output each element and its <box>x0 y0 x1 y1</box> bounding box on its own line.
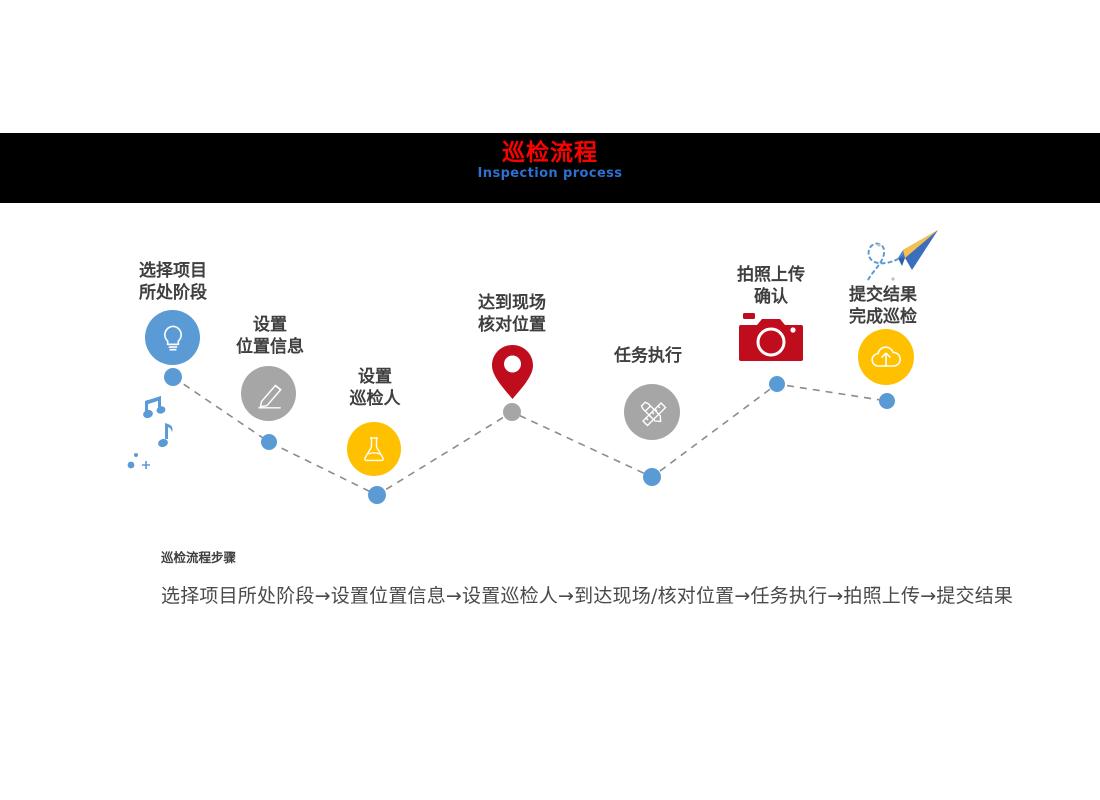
title-banner <box>0 133 1100 203</box>
path-marker-6 <box>769 376 785 392</box>
music-notes-icon <box>127 396 173 469</box>
banner-subtitle: Inspection process <box>477 166 623 181</box>
node-label-task-execution: 任务执行 <box>614 346 682 366</box>
node-label-set-inspector: 设置 巡检人 <box>349 367 401 409</box>
path-marker-5 <box>643 468 661 486</box>
map-pin-icon[interactable] <box>489 343 536 401</box>
path-marker-4 <box>503 403 521 421</box>
pencil-icon[interactable] <box>241 366 296 421</box>
node-label-submit-result-finish: 提交结果 完成巡检 <box>849 285 917 327</box>
node-label-arrive-verify-location: 达到现场 核对位置 <box>478 293 546 335</box>
path-marker-3 <box>368 486 386 504</box>
node-label-set-location-info: 设置 位置信息 <box>236 315 304 357</box>
lightbulb-icon[interactable] <box>145 310 200 365</box>
path-marker-1 <box>164 368 182 386</box>
pencil-ruler-icon[interactable] <box>624 384 680 440</box>
steps-title: 巡检流程步骤 <box>161 550 237 565</box>
steps-body: 选择项目所处阶段→设置位置信息→设置巡检人→到达现场/核对位置→任务执行→拍照上… <box>161 585 1014 607</box>
paper-plane-icon <box>867 230 938 281</box>
cloud-upload-icon[interactable] <box>858 329 914 385</box>
path-marker-7 <box>879 393 895 409</box>
node-label-photo-upload-confirm: 拍照上传 确认 <box>737 265 805 307</box>
node-label-select-project-stage: 选择项目 所处阶段 <box>139 261 207 303</box>
flask-icon[interactable] <box>347 422 401 476</box>
camera-icon[interactable] <box>739 311 803 365</box>
banner-title: 巡检流程 <box>502 140 598 166</box>
path-marker-2 <box>261 434 277 450</box>
